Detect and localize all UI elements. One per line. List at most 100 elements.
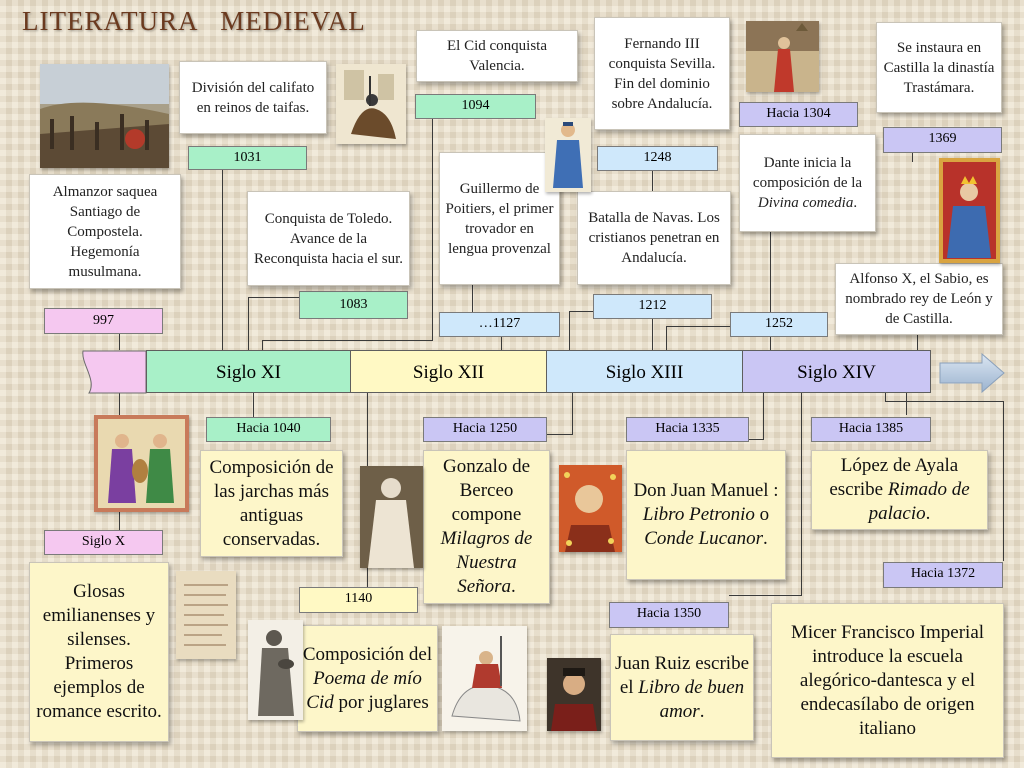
page-title: LITERATURA MEDIEVAL <box>22 6 366 36</box>
date-hacia-1250: Hacia 1250 <box>423 417 547 442</box>
dante-illustration <box>746 21 819 92</box>
connector-line <box>652 318 653 350</box>
date-1094: 1094 <box>415 94 536 119</box>
connector-line <box>248 297 300 298</box>
event-1335-end: . <box>763 528 768 549</box>
connector-line <box>253 393 254 418</box>
date-1031: 1031 <box>188 146 307 170</box>
event-1248-box: Fernando III conquista Sevilla. Fin del … <box>594 17 730 130</box>
event-1083-box: Conquista de Toledo. Avance de la Reconq… <box>247 191 410 286</box>
event-1304-end: . <box>853 195 858 211</box>
connector-line <box>569 311 570 350</box>
date-1212: 1212 <box>593 294 712 319</box>
troubadour-illustration <box>545 118 591 192</box>
connector-line <box>432 118 433 341</box>
event-1127-box: Guillermo de Poitiers, el primer trovado… <box>439 152 560 285</box>
date-hacia-1304: Hacia 1304 <box>739 102 858 127</box>
juglar-statue-illustration <box>248 620 303 720</box>
connector-line <box>501 336 502 350</box>
date-1083: 1083 <box>299 291 408 319</box>
timeline-arrow-icon <box>939 352 1005 394</box>
connector-line <box>652 171 653 191</box>
connector-line <box>666 326 667 350</box>
event-1350-text: Juan Ruiz escribe el <box>615 652 750 698</box>
event-1140-box: Composición del Poema de mío Cid por jug… <box>297 625 438 732</box>
connector-line <box>119 333 120 350</box>
cid-valencia-illustration <box>336 64 406 144</box>
event-1031-box: División del califato en reinos de taifa… <box>179 61 327 134</box>
date-hacia-1335: Hacia 1335 <box>626 417 749 442</box>
event-997-box: Almanzor saquea Santiago de Compostela. … <box>29 174 181 289</box>
connector-line <box>801 393 802 596</box>
connector-line <box>912 153 913 162</box>
century-siglo-xiv: Siglo XIV <box>742 350 931 393</box>
connector-line <box>569 311 594 312</box>
connector-line <box>248 297 249 350</box>
event-1335-text: Don Juan Manuel : <box>633 480 779 501</box>
king-illustration <box>939 158 1000 263</box>
musicians-illustration <box>94 415 189 512</box>
event-1140-text: Composición del <box>302 643 433 665</box>
date-hacia-1385: Hacia 1385 <box>811 417 931 442</box>
timeline-start-ribbon <box>82 350 147 394</box>
event-1304-text: Dante inicia la composición de la <box>752 155 863 191</box>
connector-line <box>749 439 764 440</box>
connector-line <box>262 340 263 350</box>
glosas-manuscript-illustration <box>176 571 236 659</box>
century-siglo-xii: Siglo XII <box>350 350 547 393</box>
date-1140: 1140 <box>299 587 418 613</box>
event-1385-end: . <box>925 503 931 524</box>
event-1140-work: Poema de mío Cid <box>306 667 422 713</box>
connector-line <box>572 393 573 435</box>
century-siglo-xiii: Siglo XIII <box>546 350 743 393</box>
event-siglo-x-box: Glosas emilianenses y silenses. Primeros… <box>29 562 169 742</box>
event-1335-box: Don Juan Manuel : Libro Petronio o Conde… <box>626 450 786 580</box>
event-1350-work: Libro de buen amor <box>638 676 745 722</box>
connector-line <box>666 326 730 327</box>
battle-illustration <box>40 64 169 168</box>
event-1094-box: El Cid conquista Valencia. <box>416 30 578 82</box>
date-1369: 1369 <box>883 127 1002 153</box>
connector-line <box>770 232 771 350</box>
event-1252-box: Alfonso X, el Sabio, es nombrado rey de … <box>835 263 1003 335</box>
event-1350-end: . <box>699 700 705 722</box>
date-hacia-1350: Hacia 1350 <box>609 602 729 628</box>
event-1212-box: Batalla de Navas. Los cristianos penetra… <box>577 191 731 285</box>
event-1369-box: Se instaura en Castilla la dinastía Tras… <box>876 22 1002 113</box>
event-1304-work: Divina comedia <box>757 195 854 211</box>
event-1385-text: López de Ayala escribe <box>829 455 959 500</box>
event-1335-work-2: Conde Lucanor <box>644 528 763 549</box>
connector-line <box>885 401 1004 402</box>
connector-line <box>917 334 918 350</box>
event-1250-box: Gonzalo de Berceo compone Milagros de Nu… <box>423 450 550 604</box>
connector-line <box>547 434 573 435</box>
connector-line <box>729 595 802 596</box>
date-997: 997 <box>44 308 163 334</box>
connector-line <box>763 393 764 440</box>
cid-horseman-illustration <box>442 626 527 731</box>
connector-line <box>262 340 432 341</box>
event-1335-work-1: Libro Petronio <box>642 504 755 525</box>
juan-ruiz-portrait-illustration <box>547 658 601 731</box>
berceo-statue-illustration <box>360 466 423 568</box>
don-juan-manuel-illustration <box>559 465 622 552</box>
connector-line <box>472 285 473 312</box>
date-1248: 1248 <box>597 146 718 171</box>
date-siglo-x: Siglo X <box>44 530 163 555</box>
event-1385-work: Rimado de palacio <box>868 479 970 524</box>
event-1140-end: por juglares <box>333 691 429 713</box>
event-1350-box: Juan Ruiz escribe el Libro de buen amor. <box>610 634 754 741</box>
event-1304-box: Dante inicia la composición de la Divina… <box>739 134 876 232</box>
event-1250-text: Gonzalo de Berceo compone <box>442 456 531 525</box>
date-hacia-1372: Hacia 1372 <box>883 562 1003 588</box>
date-1252: 1252 <box>730 312 828 337</box>
event-1385-box: López de Ayala escribe Rimado de palacio… <box>811 450 988 530</box>
date-1127: …1127 <box>439 312 560 337</box>
event-1040-box: Composición de las jarchas más antiguas … <box>200 450 343 557</box>
connector-line <box>1003 401 1004 561</box>
connector-line <box>885 393 886 402</box>
date-hacia-1040: Hacia 1040 <box>206 417 331 442</box>
event-1372-box: Micer Francisco Imperial introduce la es… <box>771 603 1004 758</box>
connector-line <box>222 169 223 350</box>
event-1250-end: . <box>511 576 516 597</box>
